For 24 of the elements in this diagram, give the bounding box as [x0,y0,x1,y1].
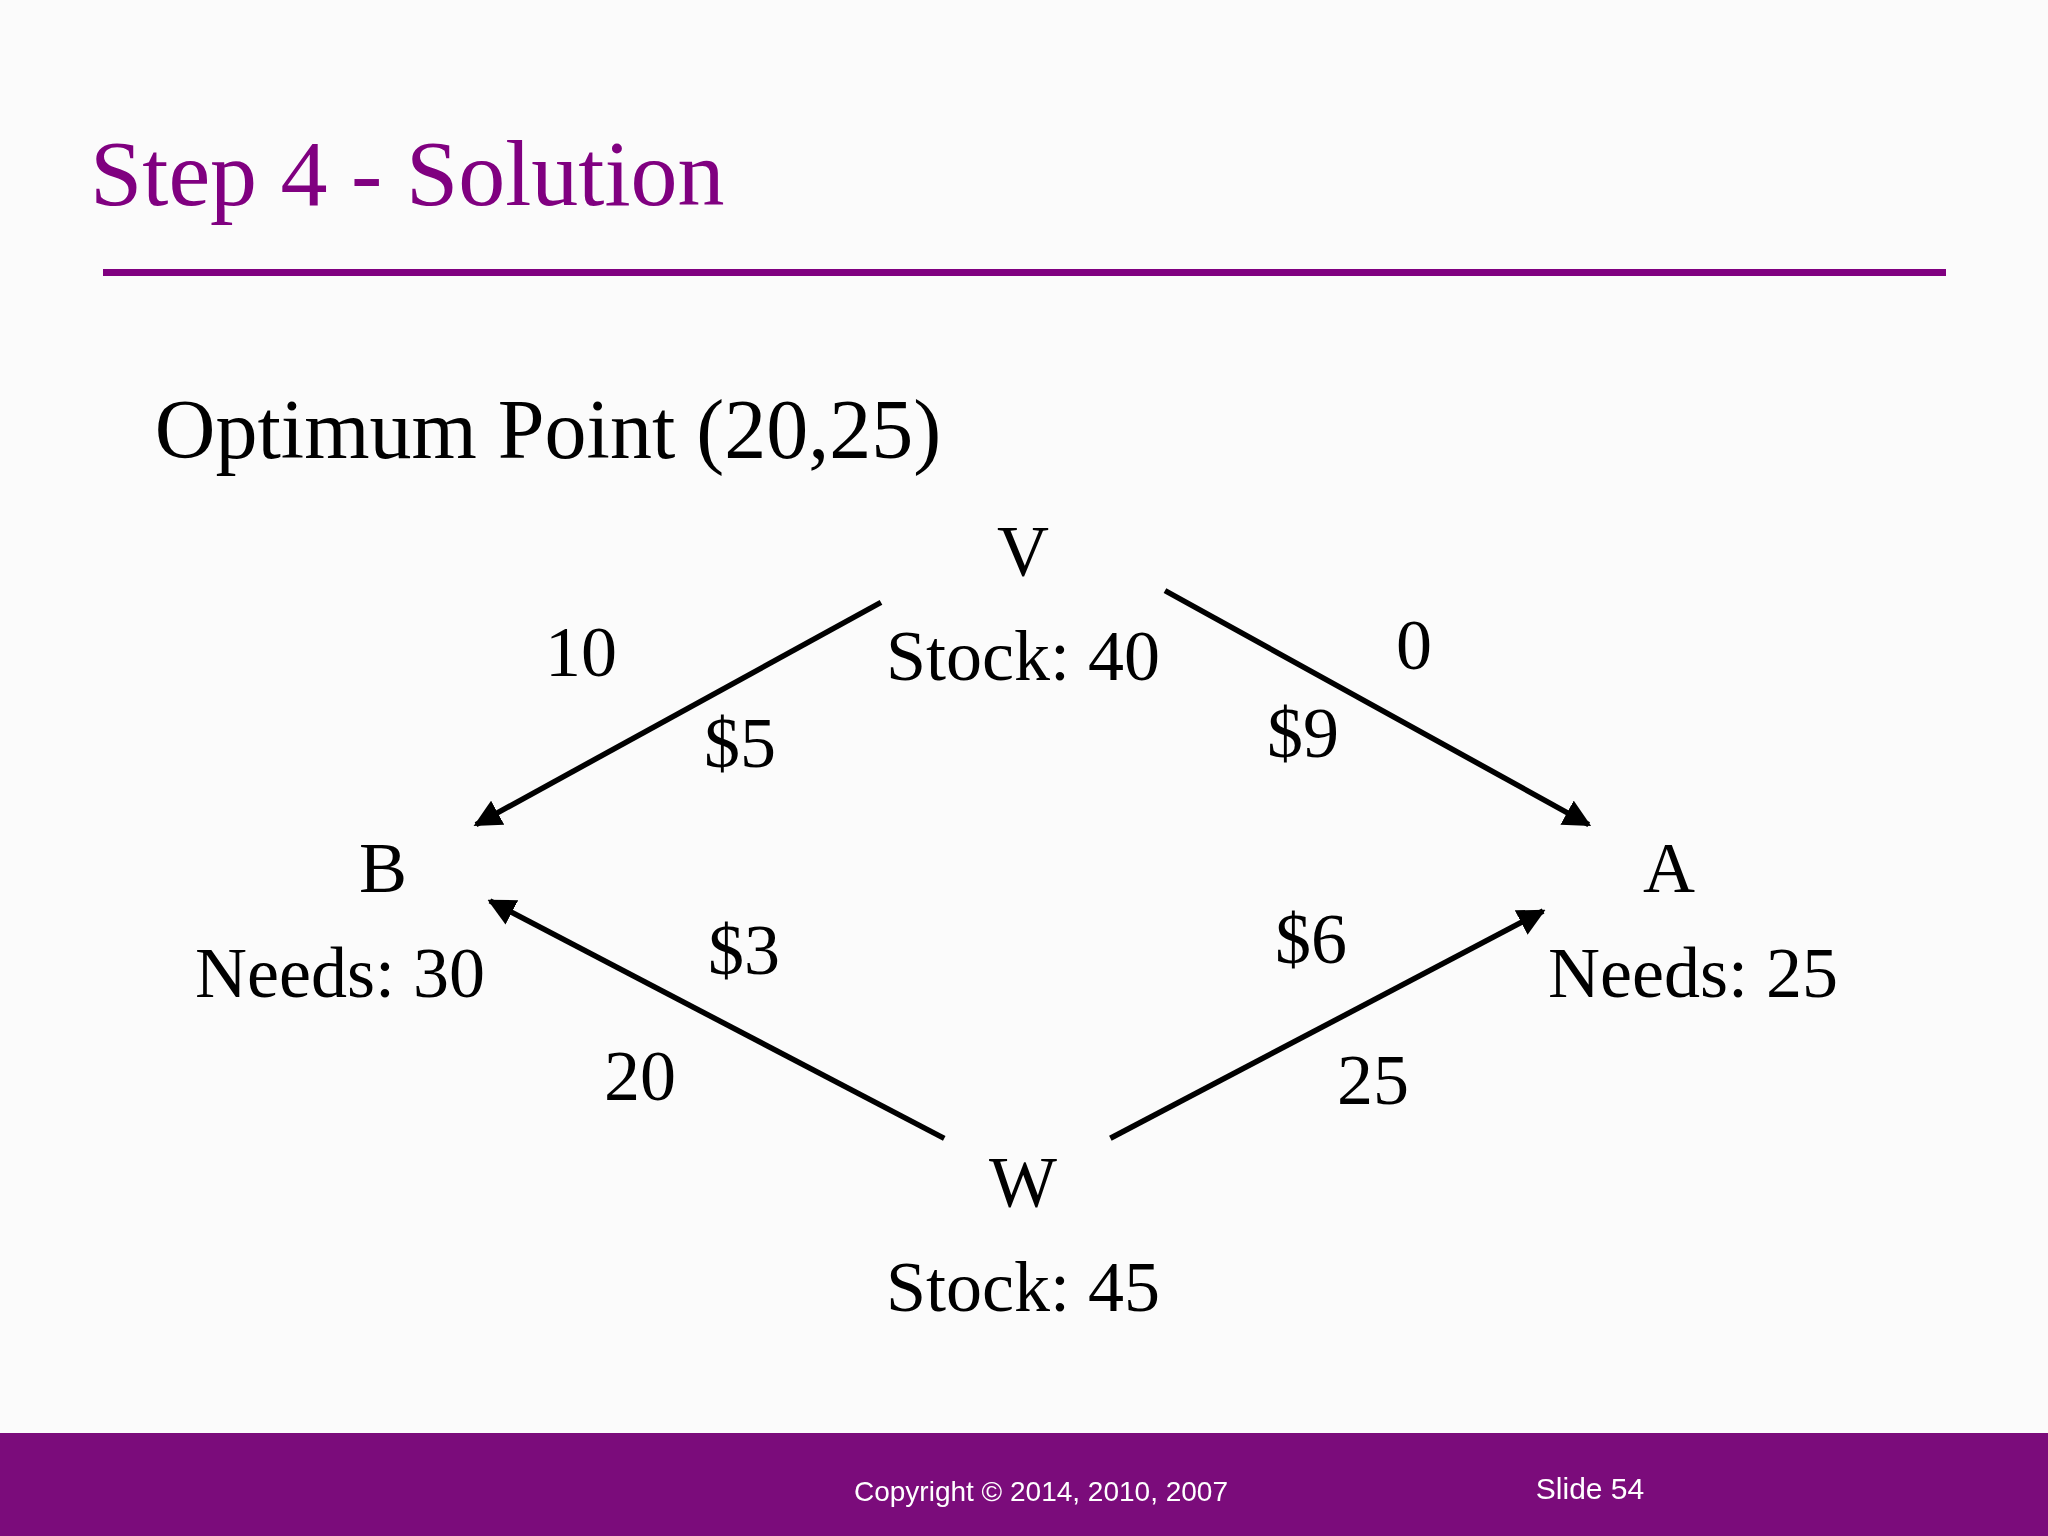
slide-number: Slide 54 [1535,1471,1645,1505]
slide-title: Step 4 - Solution [90,122,725,226]
copyright-text: Copyright © 2014, 2010, 2007 [854,1476,1228,1508]
location-letter: V [997,510,1049,593]
edge-label: $6 [1275,900,1347,980]
edge-label: $5 [704,704,776,784]
location-letter: W [989,1141,1057,1224]
location-letter: A [1643,827,1695,910]
location-info: Stock: 40 [886,614,1160,698]
location-letter: B [359,827,407,910]
location-info: Stock: 45 [886,1245,1160,1329]
arrow [1163,588,1592,827]
edge-label: $9 [1267,694,1339,774]
arrow [473,599,883,828]
quantity-label: 0 [1396,606,1432,686]
arrow [487,898,946,1141]
quantity-label: 20 [604,1037,676,1117]
subtitle: Optimum Point (20,25) [154,383,942,477]
edge-label: $3 [708,911,780,991]
location-info: Needs: 30 [195,931,485,1015]
quantity-label: 25 [1337,1041,1409,1121]
location-info: Needs: 25 [1548,931,1838,1015]
quantity-label: 10 [545,613,617,693]
arrow [1109,908,1546,1141]
